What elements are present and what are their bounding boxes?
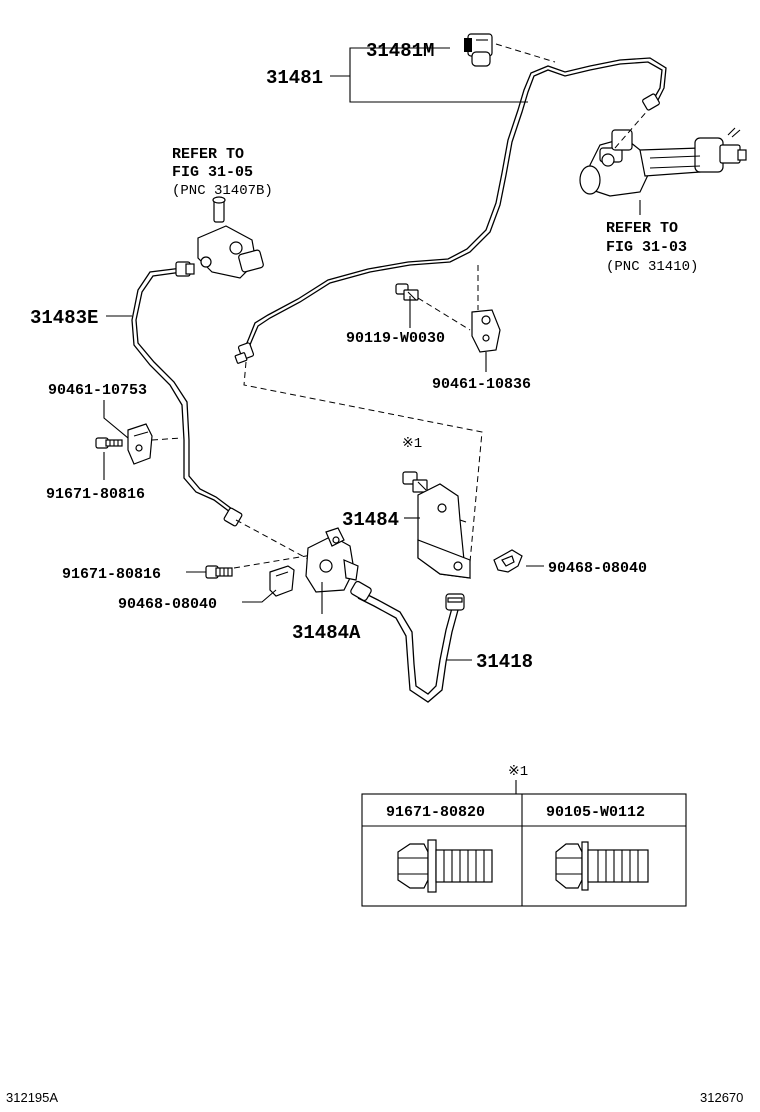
refer-top-line1: REFER TO bbox=[172, 146, 244, 163]
footer-right-code: 312670 bbox=[700, 1090, 743, 1105]
label-90461-10836: 90461-10836 bbox=[432, 376, 531, 393]
clutch-line-31481 bbox=[234, 57, 667, 364]
connector-31481m bbox=[464, 33, 493, 67]
clamp-90461-10836 bbox=[471, 309, 501, 353]
table-header-90105-w0112: 90105-W0112 bbox=[546, 804, 645, 821]
label-90468-08040-left: 90468-08040 bbox=[118, 596, 217, 613]
label-31481m: 31481M bbox=[366, 40, 434, 62]
table-header-91671-80820: 91671-80820 bbox=[386, 804, 485, 821]
bolt-marked-1 bbox=[402, 471, 428, 493]
label-91671-80816-lower: 91671-80816 bbox=[62, 566, 161, 583]
clamp-90461-10753 bbox=[127, 423, 153, 465]
flex-hose-31418 bbox=[350, 580, 465, 703]
bolt-drawing-90105-w0112 bbox=[555, 841, 649, 891]
clip-90468-08040-left bbox=[269, 565, 295, 597]
bolt-91671-80816-left bbox=[95, 437, 123, 449]
bracket-31484 bbox=[417, 483, 471, 579]
bracket-31484a bbox=[305, 527, 359, 593]
bolt-90119-w0030 bbox=[395, 283, 419, 301]
label-90468-08040-right: 90468-08040 bbox=[548, 560, 647, 577]
note-mark-table: ※1 bbox=[508, 764, 528, 780]
refer-right-line2: FIG 31-03 bbox=[606, 239, 687, 256]
label-90119-w0030: 90119-W0030 bbox=[346, 330, 445, 347]
refer-fig-31-05: REFER TO FIG 31-05 (PNC 31407B) bbox=[172, 146, 273, 199]
note-mark-bolt: ※1 bbox=[402, 436, 422, 452]
footer-left-code: 312195A bbox=[6, 1090, 58, 1105]
label-31483e: 31483E bbox=[30, 307, 98, 329]
refer-right-line3: (PNC 31410) bbox=[606, 259, 698, 275]
clip-90468-08040-right bbox=[493, 549, 523, 573]
leader-lines bbox=[103, 47, 544, 794]
label-31484: 31484 bbox=[342, 509, 399, 531]
refer-top-line3: (PNC 31407B) bbox=[172, 183, 273, 199]
bolt-91671-80816-lower bbox=[205, 565, 233, 579]
label-31418: 31418 bbox=[476, 651, 533, 673]
label-90461-10753: 90461-10753 bbox=[48, 382, 147, 399]
master-cylinder bbox=[579, 127, 747, 197]
bolt-drawing-91671-80820 bbox=[397, 839, 493, 893]
label-31484a: 31484A bbox=[292, 622, 361, 644]
label-91671-80816-left: 91671-80816 bbox=[46, 486, 145, 503]
bolt-table: 91671-80820 90105-W0112 bbox=[361, 793, 687, 907]
refer-fig-31-03: REFER TO FIG 31-03 (PNC 31410) bbox=[606, 220, 698, 275]
refer-right-line1: REFER TO bbox=[606, 220, 678, 237]
pipe-31483e bbox=[131, 261, 243, 527]
label-31481: 31481 bbox=[266, 67, 323, 89]
refer-top-line2: FIG 31-05 bbox=[172, 164, 253, 181]
tee-fitting bbox=[197, 196, 264, 279]
